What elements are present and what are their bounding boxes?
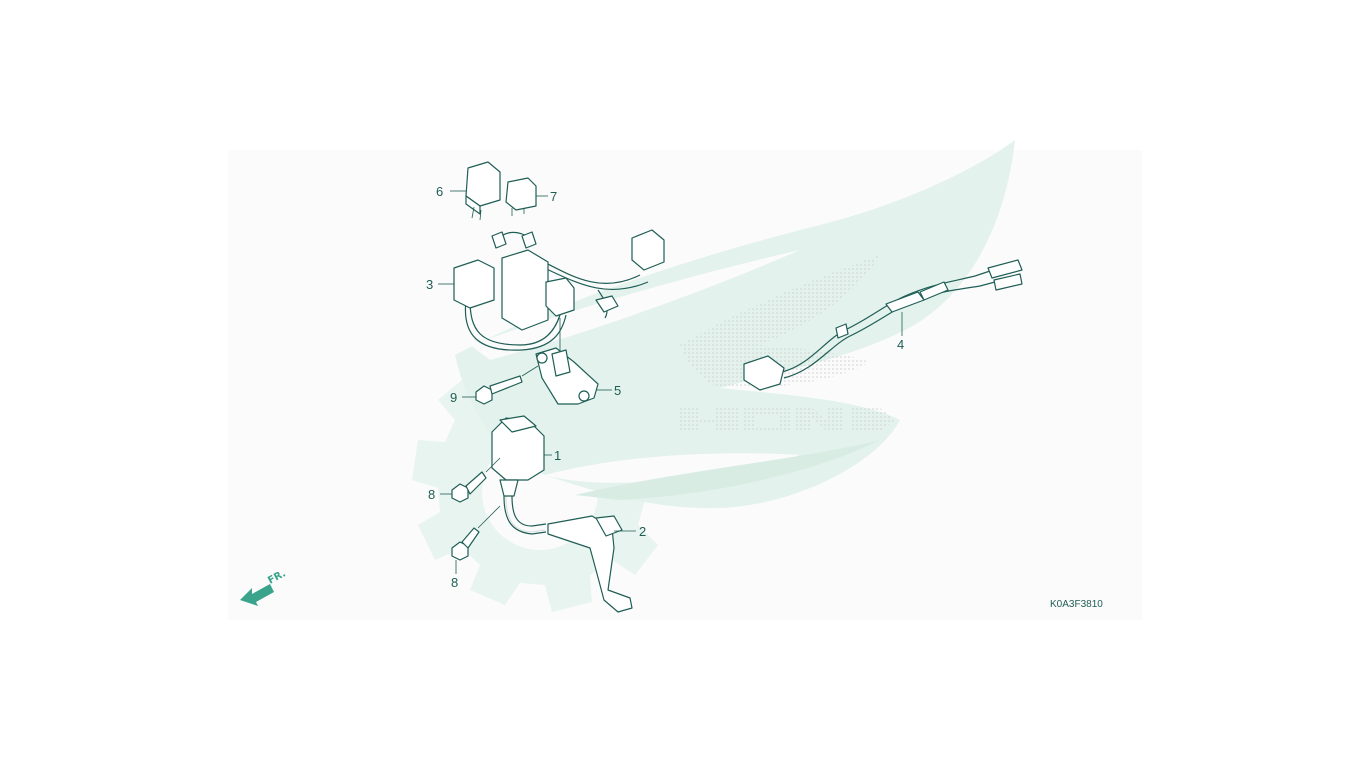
- part-7-relay[interactable]: [505, 177, 537, 216]
- callout-8-upper: 8: [428, 487, 435, 502]
- callout-6: 6: [436, 184, 443, 199]
- callout-4: 4: [897, 337, 904, 352]
- part-6-relay[interactable]: [465, 161, 501, 221]
- callout-8-lower: 8: [451, 575, 458, 590]
- part-1-ignition-coil[interactable]: [491, 415, 547, 535]
- callout-1: 1: [554, 448, 561, 463]
- part-4-sub-harness[interactable]: [743, 259, 1023, 391]
- front-arrow-icon: FR.: [240, 568, 288, 606]
- diagram-code: K0A3F3810: [1050, 599, 1103, 610]
- part-9-bolt[interactable]: [475, 365, 539, 405]
- part-8-bolt-lower[interactable]: [451, 505, 501, 561]
- callout-5: 5: [614, 383, 621, 398]
- part-5-bracket[interactable]: [535, 318, 599, 405]
- part-3-wire-harness[interactable]: [453, 229, 665, 351]
- honda-logo-watermark: [678, 255, 895, 432]
- callout-3: 3: [426, 277, 433, 292]
- callout-2: 2: [639, 524, 646, 539]
- callout-leaders: [438, 190, 903, 574]
- callout-9: 9: [450, 390, 457, 405]
- part-8-bolt-upper[interactable]: [451, 457, 501, 503]
- front-label: FR.: [266, 568, 288, 586]
- callout-7: 7: [550, 189, 557, 204]
